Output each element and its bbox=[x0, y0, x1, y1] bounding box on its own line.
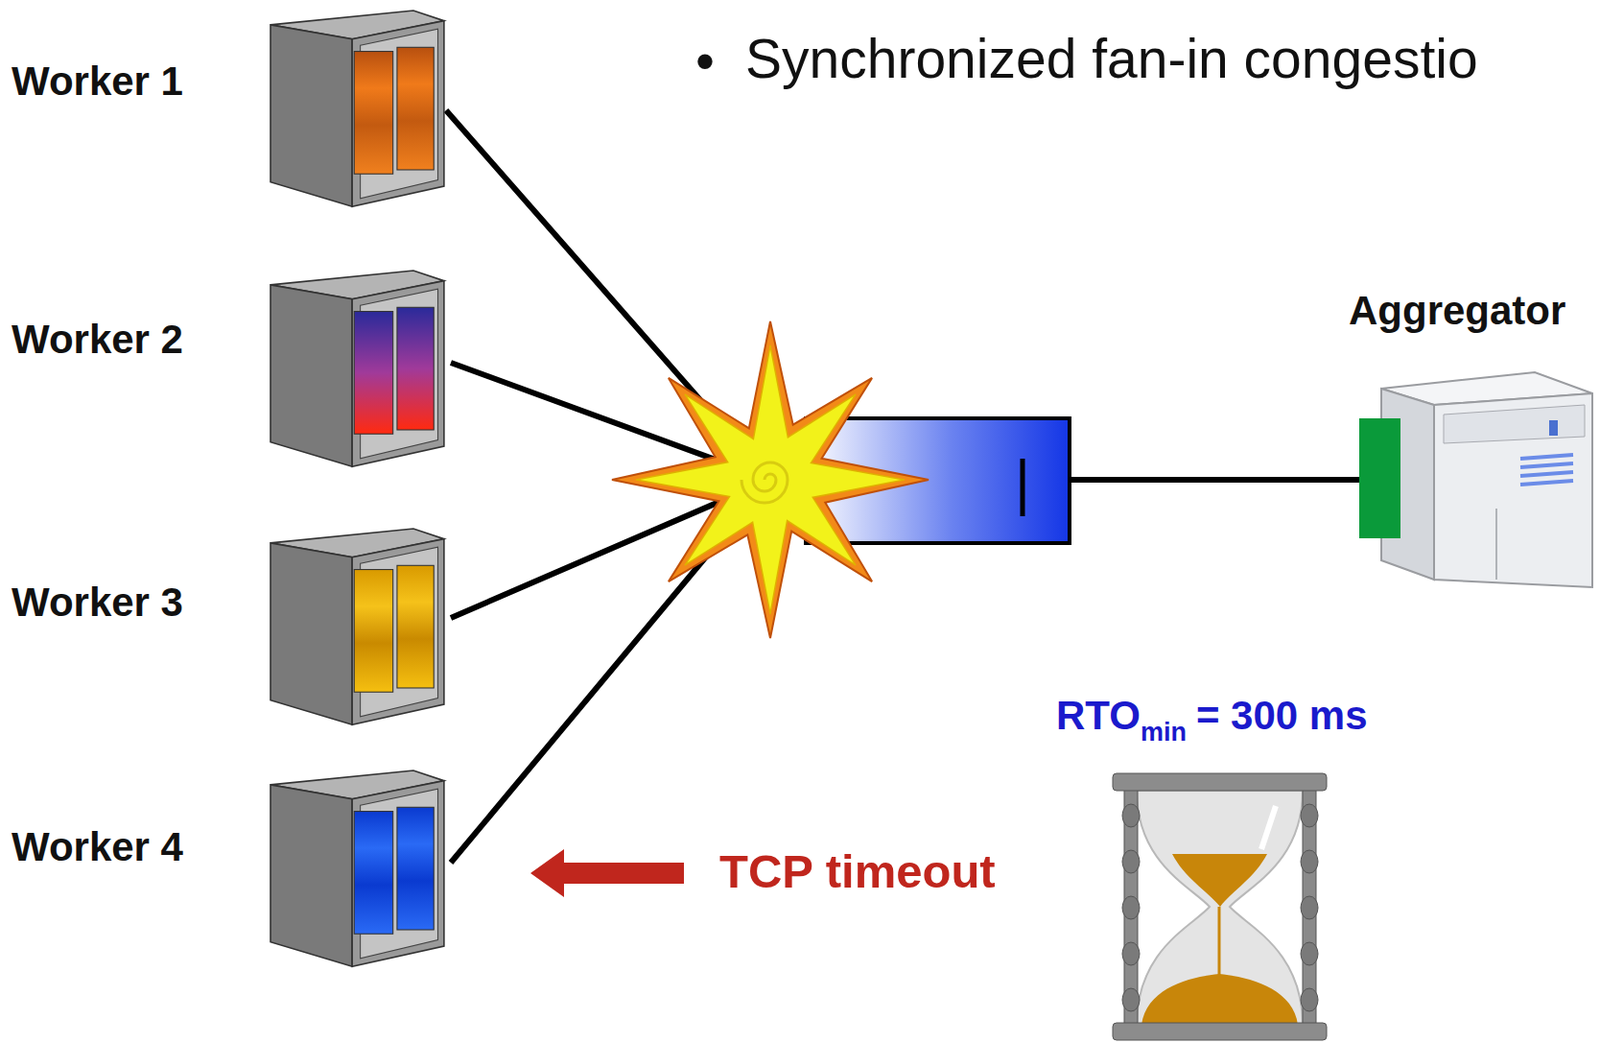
worker-server: Worker 1 bbox=[9, 10, 447, 203]
worker-server: Worker 4 bbox=[9, 770, 451, 963]
server-icon bbox=[270, 10, 445, 207]
server-icon bbox=[270, 770, 445, 966]
timeout-label: TCP timeout bbox=[719, 844, 996, 898]
rto-group: RTOmin= 300 ms bbox=[1056, 692, 1368, 739]
queued-packet bbox=[1020, 458, 1026, 517]
server-icon bbox=[270, 270, 445, 467]
worker-label: Worker 2 bbox=[11, 316, 184, 363]
hourglass-icon bbox=[1112, 773, 1327, 1040]
aggregator-computer bbox=[1346, 372, 1593, 588]
worker-server: Worker 2 bbox=[9, 270, 451, 463]
rto-value: = 300 ms bbox=[1196, 692, 1368, 739]
title-text: Synchronized fan-in congestio bbox=[745, 26, 1479, 91]
server-icon bbox=[270, 528, 445, 725]
bullet: • bbox=[695, 28, 715, 93]
rto-subscript: min bbox=[1140, 717, 1187, 748]
aggregator-label: Aggregator bbox=[1348, 287, 1566, 334]
worker-label: Worker 4 bbox=[11, 823, 184, 871]
worker-server: Worker 3 bbox=[9, 528, 451, 721]
rto-label: RTO bbox=[1056, 692, 1141, 739]
worker-label: Worker 3 bbox=[11, 579, 184, 626]
timeout-arrow bbox=[530, 848, 684, 897]
worker-label: Worker 1 bbox=[11, 58, 184, 105]
aggregator-node: Aggregator bbox=[1346, 287, 1600, 595]
collision-star bbox=[611, 321, 929, 638]
